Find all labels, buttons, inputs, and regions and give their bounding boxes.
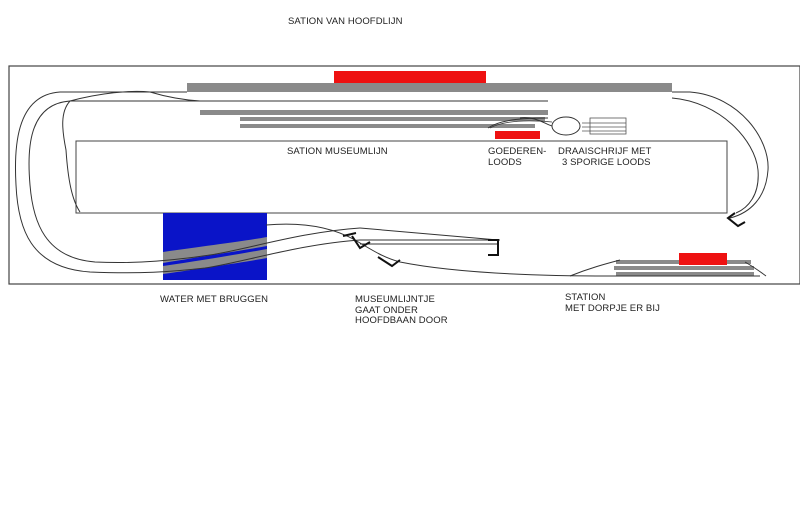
label-turntable-line1: DRAAISCHRIJF MET	[558, 146, 652, 157]
turntable	[551, 116, 581, 136]
title-mainline-station: SATION VAN HOOFDLIJN	[288, 16, 403, 27]
museum-branch-to-turntable	[519, 117, 553, 127]
bridge-band-lower	[163, 249, 267, 274]
goods-shed-track	[489, 120, 553, 129]
museum-platform-2	[240, 117, 545, 121]
mainline-right-loop	[672, 91, 769, 219]
label-museum-line-3: HOOFDBAAN DOOR	[355, 315, 448, 326]
mainline-inner-left	[28, 100, 361, 264]
small-station-platform-3	[616, 272, 754, 276]
mainline-upper-inner	[69, 90, 151, 102]
label-museum-station: SATION MUSEUMLIJN	[287, 146, 388, 157]
crossing-mark-2	[377, 256, 401, 268]
baseboard-outline	[8, 65, 800, 285]
main-station-platform	[187, 83, 672, 92]
mainline-curve-return	[265, 223, 760, 277]
inner-line-upper	[62, 100, 81, 213]
label-museum-line: MUSEUMLIJNTJE GAAT ONDER HOOFDBAAN DOOR	[355, 294, 448, 327]
label-goods-shed: GOEDEREN- LOODS	[488, 146, 547, 168]
goods-shed	[495, 131, 540, 139]
mainline-outer-left	[14, 91, 500, 274]
small-station-building	[679, 253, 727, 265]
museum-line-spur	[359, 227, 499, 241]
mainline-right-inner	[671, 97, 759, 214]
main-station-building	[334, 71, 486, 83]
museum-branch-goods	[487, 117, 549, 129]
buffer-stop-right	[726, 212, 746, 228]
label-water: WATER MET BRUGGEN	[160, 294, 269, 305]
small-station-platform-2	[614, 266, 754, 270]
inner-scenery-block	[75, 140, 728, 214]
buffer-stop-museum	[488, 239, 499, 256]
station-approach	[569, 259, 767, 277]
label-goods-shed-line2: LOODS	[488, 156, 522, 168]
museum-platform-1	[200, 110, 548, 115]
bridge-band-upper	[163, 237, 267, 263]
label-museum-line-1: MUSEUMLIJNTJE	[355, 294, 435, 305]
label-small-station: STATION MET DORPJE ER BIJ	[565, 292, 660, 314]
roundhouse	[589, 117, 627, 135]
label-small-station-1: STATION	[565, 292, 606, 303]
crossing-mark-1	[342, 232, 371, 250]
label-museum-line-2: GAAT ONDER	[355, 304, 418, 316]
label-turntable-line2: 3 SPORIGE LOODS	[562, 156, 651, 168]
mainline-upper	[149, 91, 548, 102]
label-small-station-2: MET DORPJE ER BIJ	[565, 302, 660, 314]
museum-platform-3	[240, 124, 535, 128]
label-turntable: DRAAISCHRIJF MET 3 SPORIGE LOODS	[558, 146, 652, 168]
label-goods-shed-line1: GOEDEREN-	[488, 146, 547, 157]
